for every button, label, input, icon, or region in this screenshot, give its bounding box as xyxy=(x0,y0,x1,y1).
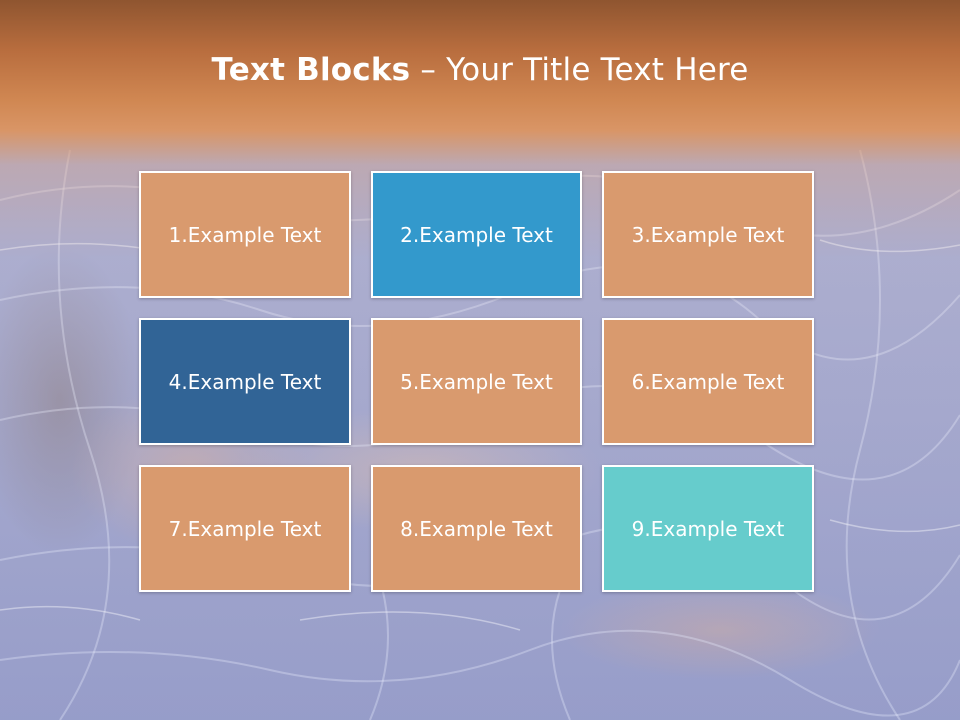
title-bold-text: Text Blocks xyxy=(211,52,411,88)
slide-title[interactable]: Text Blocks – Your Title Text Here xyxy=(0,52,960,88)
text-block-label: 6.Example Text xyxy=(631,369,785,394)
text-block-label: 4.Example Text xyxy=(168,369,322,394)
text-block-3[interactable]: 3.Example Text xyxy=(602,171,814,298)
text-block-7[interactable]: 7.Example Text xyxy=(139,465,351,592)
text-block-8[interactable]: 8.Example Text xyxy=(371,465,582,592)
title-rest-text: – Your Title Text Here xyxy=(410,52,749,88)
text-block-1[interactable]: 1.Example Text xyxy=(139,171,351,298)
text-block-4[interactable]: 4.Example Text xyxy=(139,318,351,445)
text-block-label: 8.Example Text xyxy=(400,516,553,541)
text-block-label: 9.Example Text xyxy=(631,516,785,541)
text-block-5[interactable]: 5.Example Text xyxy=(371,318,582,445)
text-block-2[interactable]: 2.Example Text xyxy=(371,171,582,298)
text-block-label: 7.Example Text xyxy=(168,516,322,541)
text-block-9[interactable]: 9.Example Text xyxy=(602,465,814,592)
text-block-label: 5.Example Text xyxy=(400,369,553,394)
text-block-label: 1.Example Text xyxy=(168,222,322,247)
text-block-label: 3.Example Text xyxy=(631,222,785,247)
text-block-label: 2.Example Text xyxy=(400,222,553,247)
text-block-6[interactable]: 6.Example Text xyxy=(602,318,814,445)
